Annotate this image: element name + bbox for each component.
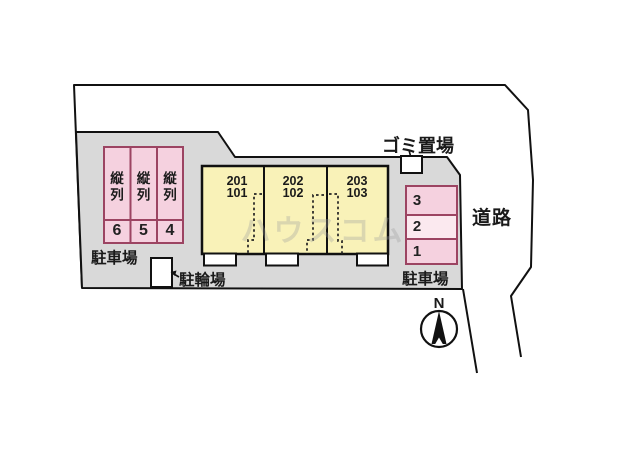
left-parking-spaces <box>103 146 184 244</box>
tandem-label-6: 縦列 <box>108 171 123 204</box>
left-parking-area-label: 駐車場 <box>91 250 138 267</box>
parking-space-number-2: 2 <box>412 218 422 235</box>
entrance-porches <box>203 252 389 267</box>
unit-label-203-103: 203 103 <box>335 174 379 200</box>
unit-dashed-lines <box>247 193 343 254</box>
parking-space-number-3: 3 <box>412 192 422 209</box>
compass-north-label: N <box>433 295 445 312</box>
tandem-label-4: 縦列 <box>161 171 176 204</box>
unit-201: 201 <box>226 174 248 188</box>
road-label: 道路 <box>472 208 513 229</box>
bicycle-parking-label: 駐輪場 <box>179 272 226 289</box>
garbage-box <box>400 155 423 174</box>
property-boundary-line <box>73 84 534 358</box>
garbage-area-label: ゴミ置場 <box>382 136 454 156</box>
right-parking-spaces <box>405 185 458 265</box>
road-edge-line <box>462 288 478 374</box>
parking-space-number-6: 6 <box>112 222 122 239</box>
bicycle-parking-box <box>150 257 173 288</box>
bicycle-pointer-arrowhead <box>170 270 177 276</box>
unit-label-201-101: 201 101 <box>215 174 259 200</box>
unit-101: 101 <box>226 185 248 200</box>
parking-space-number-4: 4 <box>165 222 175 239</box>
compass-needle <box>431 311 447 344</box>
right-parking-area-label: 駐車場 <box>402 271 449 288</box>
building-outline <box>200 164 390 256</box>
compass-needle-notch <box>435 337 443 344</box>
unit-203: 203 <box>346 174 368 188</box>
watermark: ハウスコム <box>240 215 406 248</box>
unit-103: 103 <box>346 185 368 200</box>
parking-space-number-5: 5 <box>139 222 148 239</box>
unit-202: 202 <box>282 174 304 188</box>
parking-space-number-1: 1 <box>412 243 422 260</box>
north-compass <box>419 309 459 349</box>
unit-102: 102 <box>282 185 304 200</box>
unit-label-202-102: 202 102 <box>271 174 315 200</box>
tandem-label-5: 縦列 <box>134 171 150 204</box>
